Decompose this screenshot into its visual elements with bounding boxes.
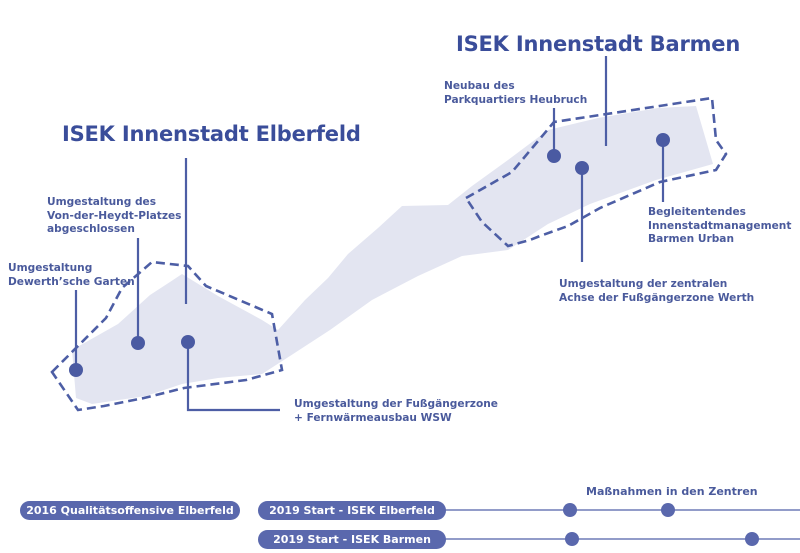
marker-parkquartier xyxy=(547,149,561,163)
city-center-corridor-area xyxy=(72,106,713,404)
timeline-dot xyxy=(563,503,577,517)
label-werth: Umgestaltung der zentralen Achse der Fuß… xyxy=(559,278,755,304)
connector-fussgaengerzone xyxy=(186,342,280,412)
timeline-section-title: Maßnahmen in den Zentren xyxy=(586,485,758,498)
label-dewerth: Umgestaltung Dewerth’sche Garten xyxy=(8,262,135,288)
timeline-dots xyxy=(563,503,759,546)
connector-lines xyxy=(74,56,665,412)
marker-management xyxy=(656,133,670,147)
label-management: Begleitentendes Innenstadtmanagement Bar… xyxy=(648,206,792,245)
marker-werth xyxy=(575,161,589,175)
title-elberfeld: ISEK Innenstadt Elberfeld xyxy=(62,122,361,146)
timeline-pill-2019-barmen: 2019 Start - ISEK Barmen xyxy=(258,530,446,549)
timeline-pill-2019-elberfeld: 2019 Start - ISEK Elberfeld xyxy=(258,501,446,520)
marker-von-der-heydt xyxy=(131,336,145,350)
measure-markers xyxy=(69,133,670,377)
timeline-dot xyxy=(565,532,579,546)
timeline-pill-2016: 2016 Qualitätsoffensive Elberfeld xyxy=(20,501,240,520)
elberfeld-boundary xyxy=(50,260,284,412)
marker-dewerth xyxy=(69,363,83,377)
timeline-lines xyxy=(440,509,800,540)
timeline-dot xyxy=(661,503,675,517)
label-parkquartier: Neubau des Parkquartiers Heubruch xyxy=(444,80,588,106)
label-fussgaengerzone: Umgestaltung der Fußgängerzone + Fernwär… xyxy=(294,398,498,424)
label-von-der-heydt: Umgestaltung des Von-der-Heydt-Platzes a… xyxy=(47,196,182,235)
title-barmen: ISEK Innenstadt Barmen xyxy=(456,32,741,56)
marker-fussgaengerzone xyxy=(181,335,195,349)
timeline-dot xyxy=(745,532,759,546)
